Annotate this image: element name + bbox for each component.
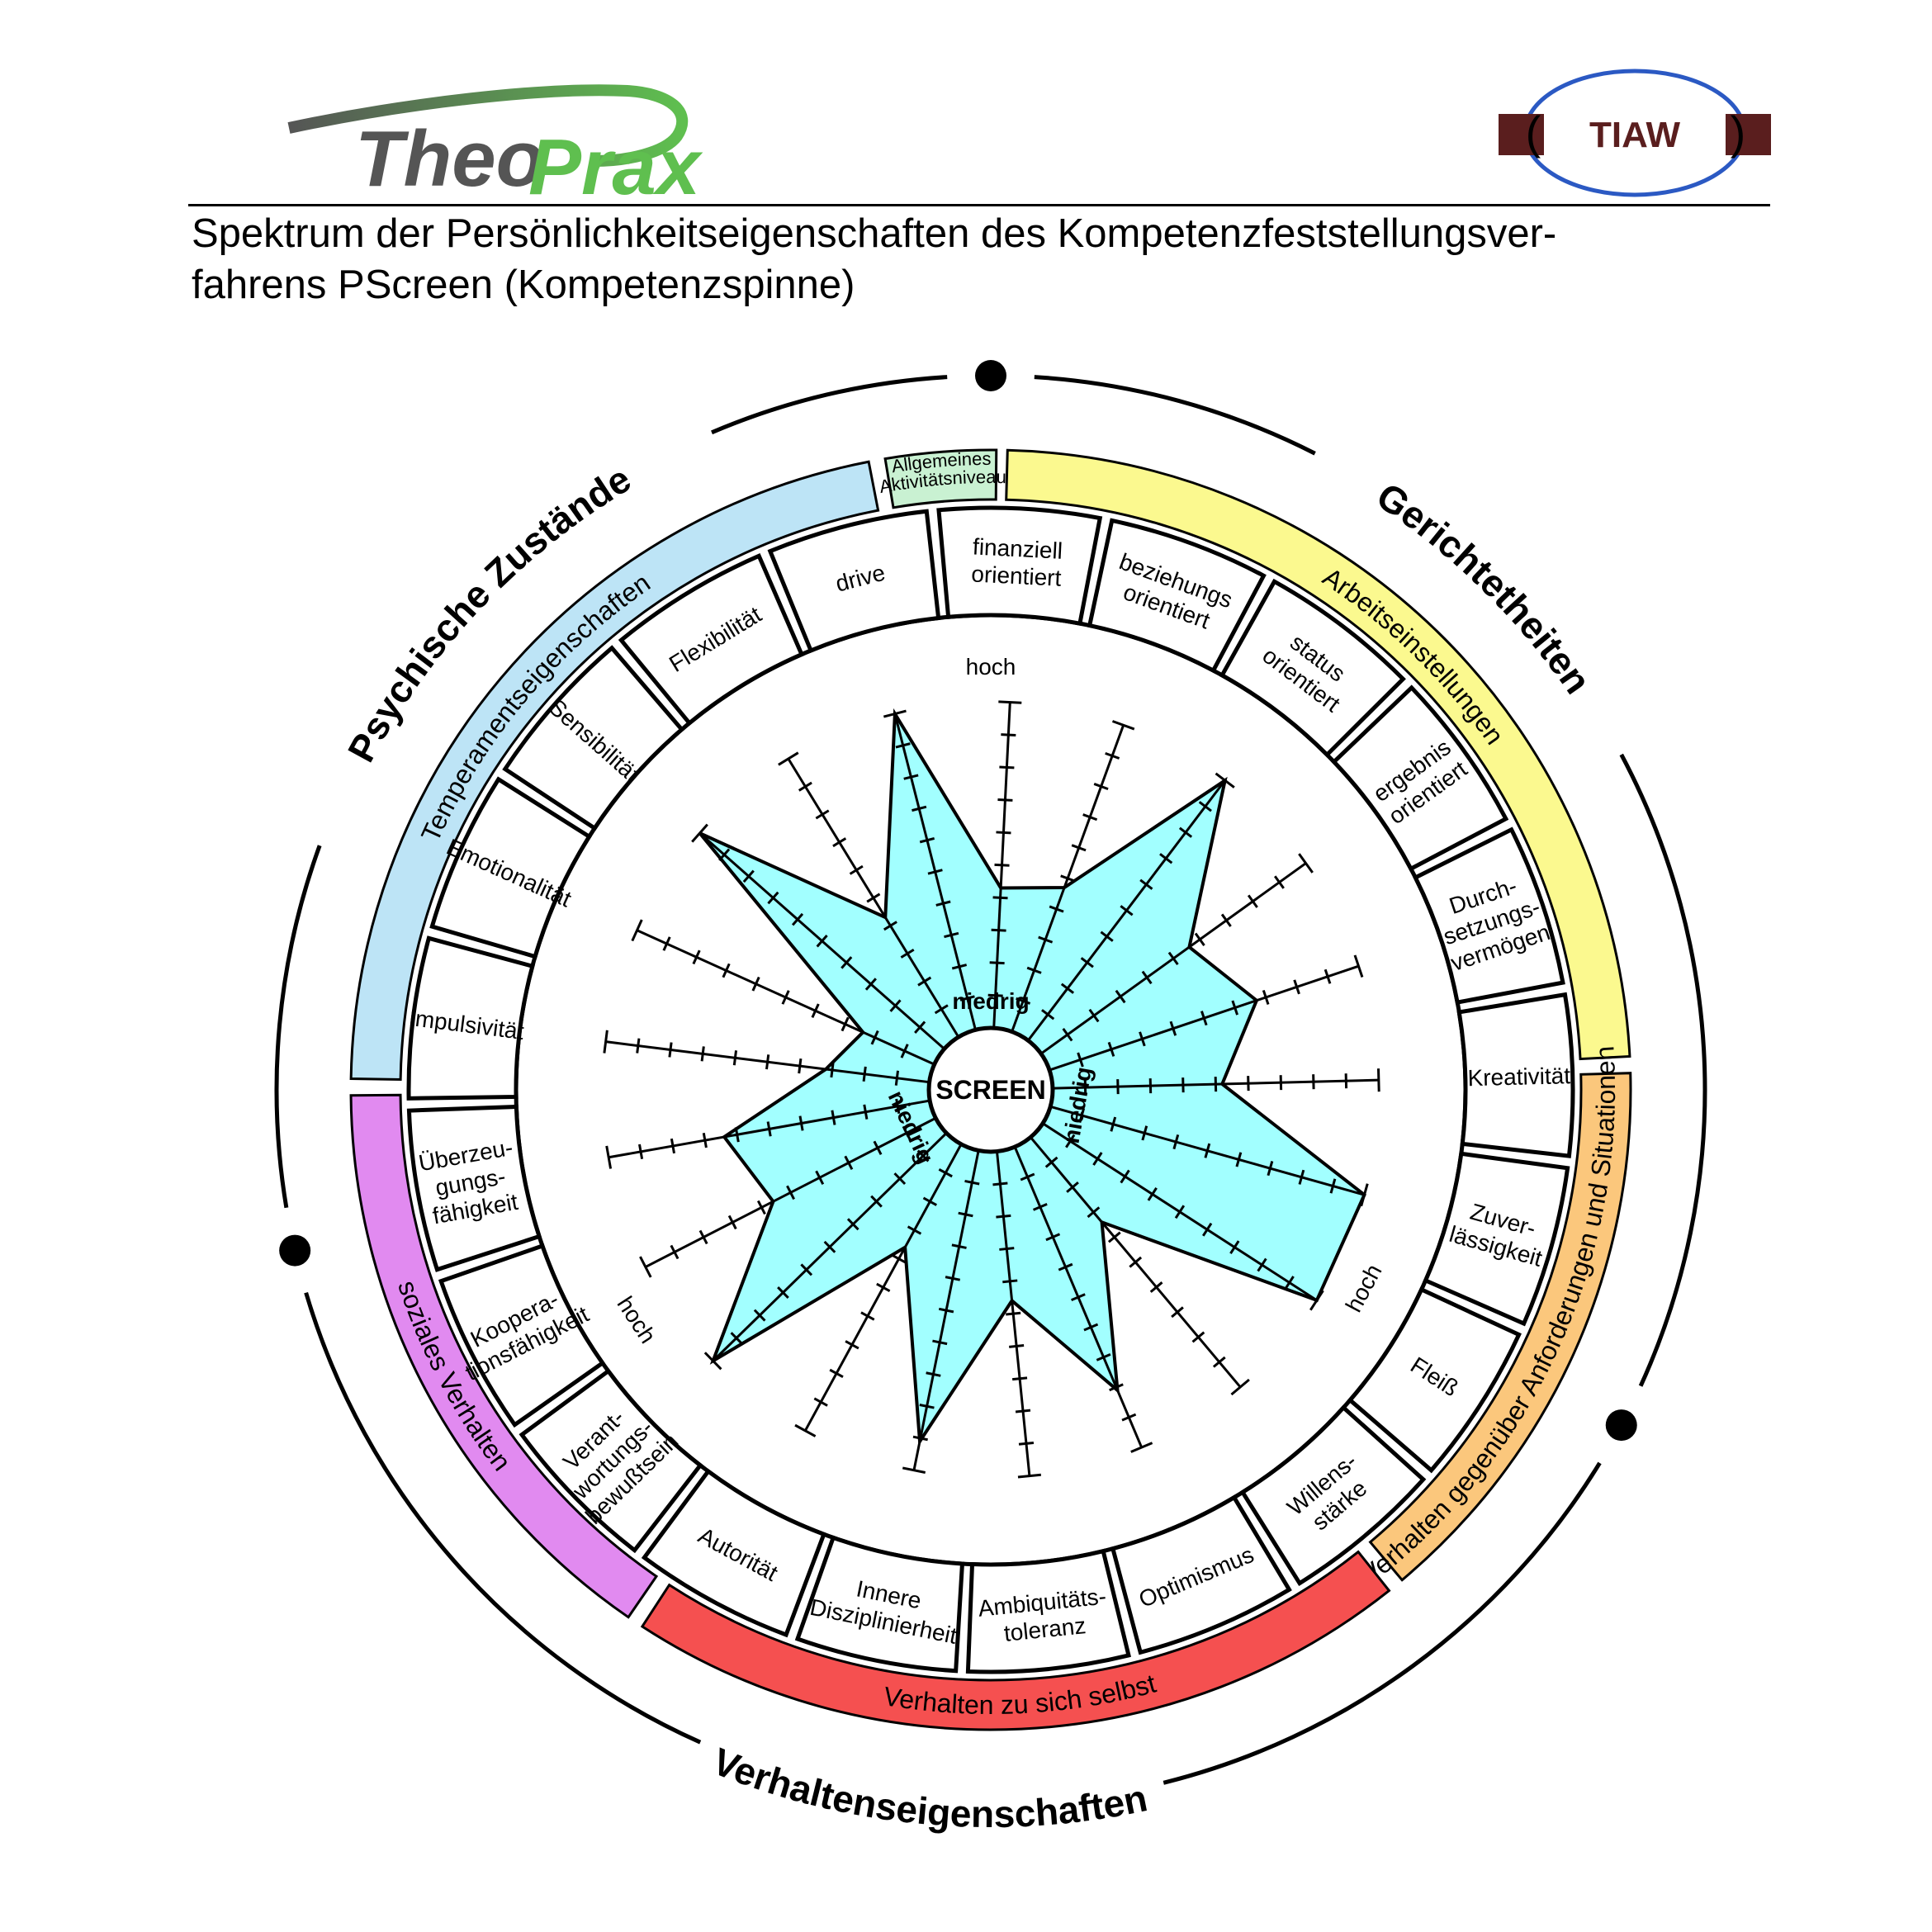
radar-axis [1042,1122,1324,1311]
radar-axes [603,700,1380,1479]
competence-cell [1412,826,1565,1006]
outer-ring-arc [304,1291,702,1745]
scale-high-label: hoch [966,654,1016,680]
logo-text-prax: Prax [528,123,703,202]
theoprax-logo: Theo Prax [287,84,703,202]
outer-ring-arc [1619,753,1707,1387]
radar-axis [691,823,945,1050]
competence-cell [406,1104,542,1272]
radar-axis [794,1144,963,1437]
category-band [1005,448,1631,1061]
radar-axis [902,1150,980,1474]
separator-dot [975,360,1006,391]
radar-axis [1049,954,1364,1072]
competence-cell [502,645,685,831]
radar-axis [778,751,960,1038]
tiaw-logo: TIAW ( ) [1499,69,1771,197]
competence-label: finanziellorientiert [971,533,1063,590]
radar-axis [987,700,1022,1029]
category-band [1368,1072,1632,1582]
category-band [883,448,998,509]
competence-cell [965,1548,1131,1674]
competence-cell [438,1243,606,1428]
scale-high-label: hoch [612,1292,661,1348]
radar-axis [603,1030,930,1086]
logo-text-theo: Theo [355,115,544,202]
outer-ring-arc [1034,375,1316,456]
separator-dot [1605,1409,1637,1442]
competence-cell [519,1368,703,1554]
competence-cell [406,935,535,1101]
competence-cell [1087,518,1267,674]
separator-dot [279,1234,311,1267]
competence-cell [936,505,1103,627]
outer-ring-arc [1163,1461,1602,1785]
scale-low-label: niedrig [952,988,1029,1014]
tiaw-text: TIAW [1589,115,1680,155]
competence-label: Kreativität [1467,1063,1570,1091]
outer-ring-arc [711,375,948,435]
header-rule [188,204,1770,206]
competence-cell [618,553,805,727]
radar-axis [1013,1146,1153,1453]
radar-axis [1027,772,1235,1042]
competence-cell [1347,1286,1522,1474]
radar-axis [1052,1068,1380,1096]
center-label: SCREEN [935,1075,1045,1105]
competence-label: Überzeu-gungs-fähigkeit [417,1134,524,1230]
outer-ring-arc [274,845,322,1209]
radar-axis [1011,720,1135,1033]
radar-axis [703,1132,948,1371]
title-line-2: fahrens PScreen (Kompetenzspinne) [192,263,855,307]
radar-axis [883,709,977,1030]
competence-cell [1423,1151,1570,1327]
competence-cell [429,776,593,959]
radar-axis [631,919,935,1066]
scale-high-label: hoch [1341,1260,1387,1316]
radar-axis [992,1151,1041,1479]
competence-cell [767,509,941,654]
competence-cell [794,1535,965,1674]
svg-text:(: ( [1526,107,1541,159]
center-circle-layer: SCREEN [926,1025,1055,1154]
outer-group-label: Verhaltenseigenschaften [707,1740,1151,1835]
title-line-1: Spektrum der Persönlichkeitseigenschafte… [192,211,1557,256]
radar-axis [1049,1105,1369,1207]
competence-cell [1239,1404,1427,1587]
radar-axis [1040,853,1314,1055]
svg-text:): ) [1731,107,1746,159]
competence-cell [1110,1494,1292,1655]
competence-cell [1331,684,1509,872]
radar-axis [605,1098,930,1169]
category-band [349,1093,659,1619]
radar-axis [639,1116,936,1278]
category-band [640,1550,1391,1731]
radar-axis [1030,1136,1250,1396]
competence-cell [1456,992,1575,1158]
center-circle [926,1025,1055,1154]
page-title: Spektrum der Persönlichkeitseigenschafte… [192,208,1760,310]
competence-cell [641,1468,827,1638]
header: Theo Prax TIAW ( ) Spektrum der Persönli… [0,0,1932,330]
category-band [349,460,880,1082]
competence-cell [1219,578,1406,758]
